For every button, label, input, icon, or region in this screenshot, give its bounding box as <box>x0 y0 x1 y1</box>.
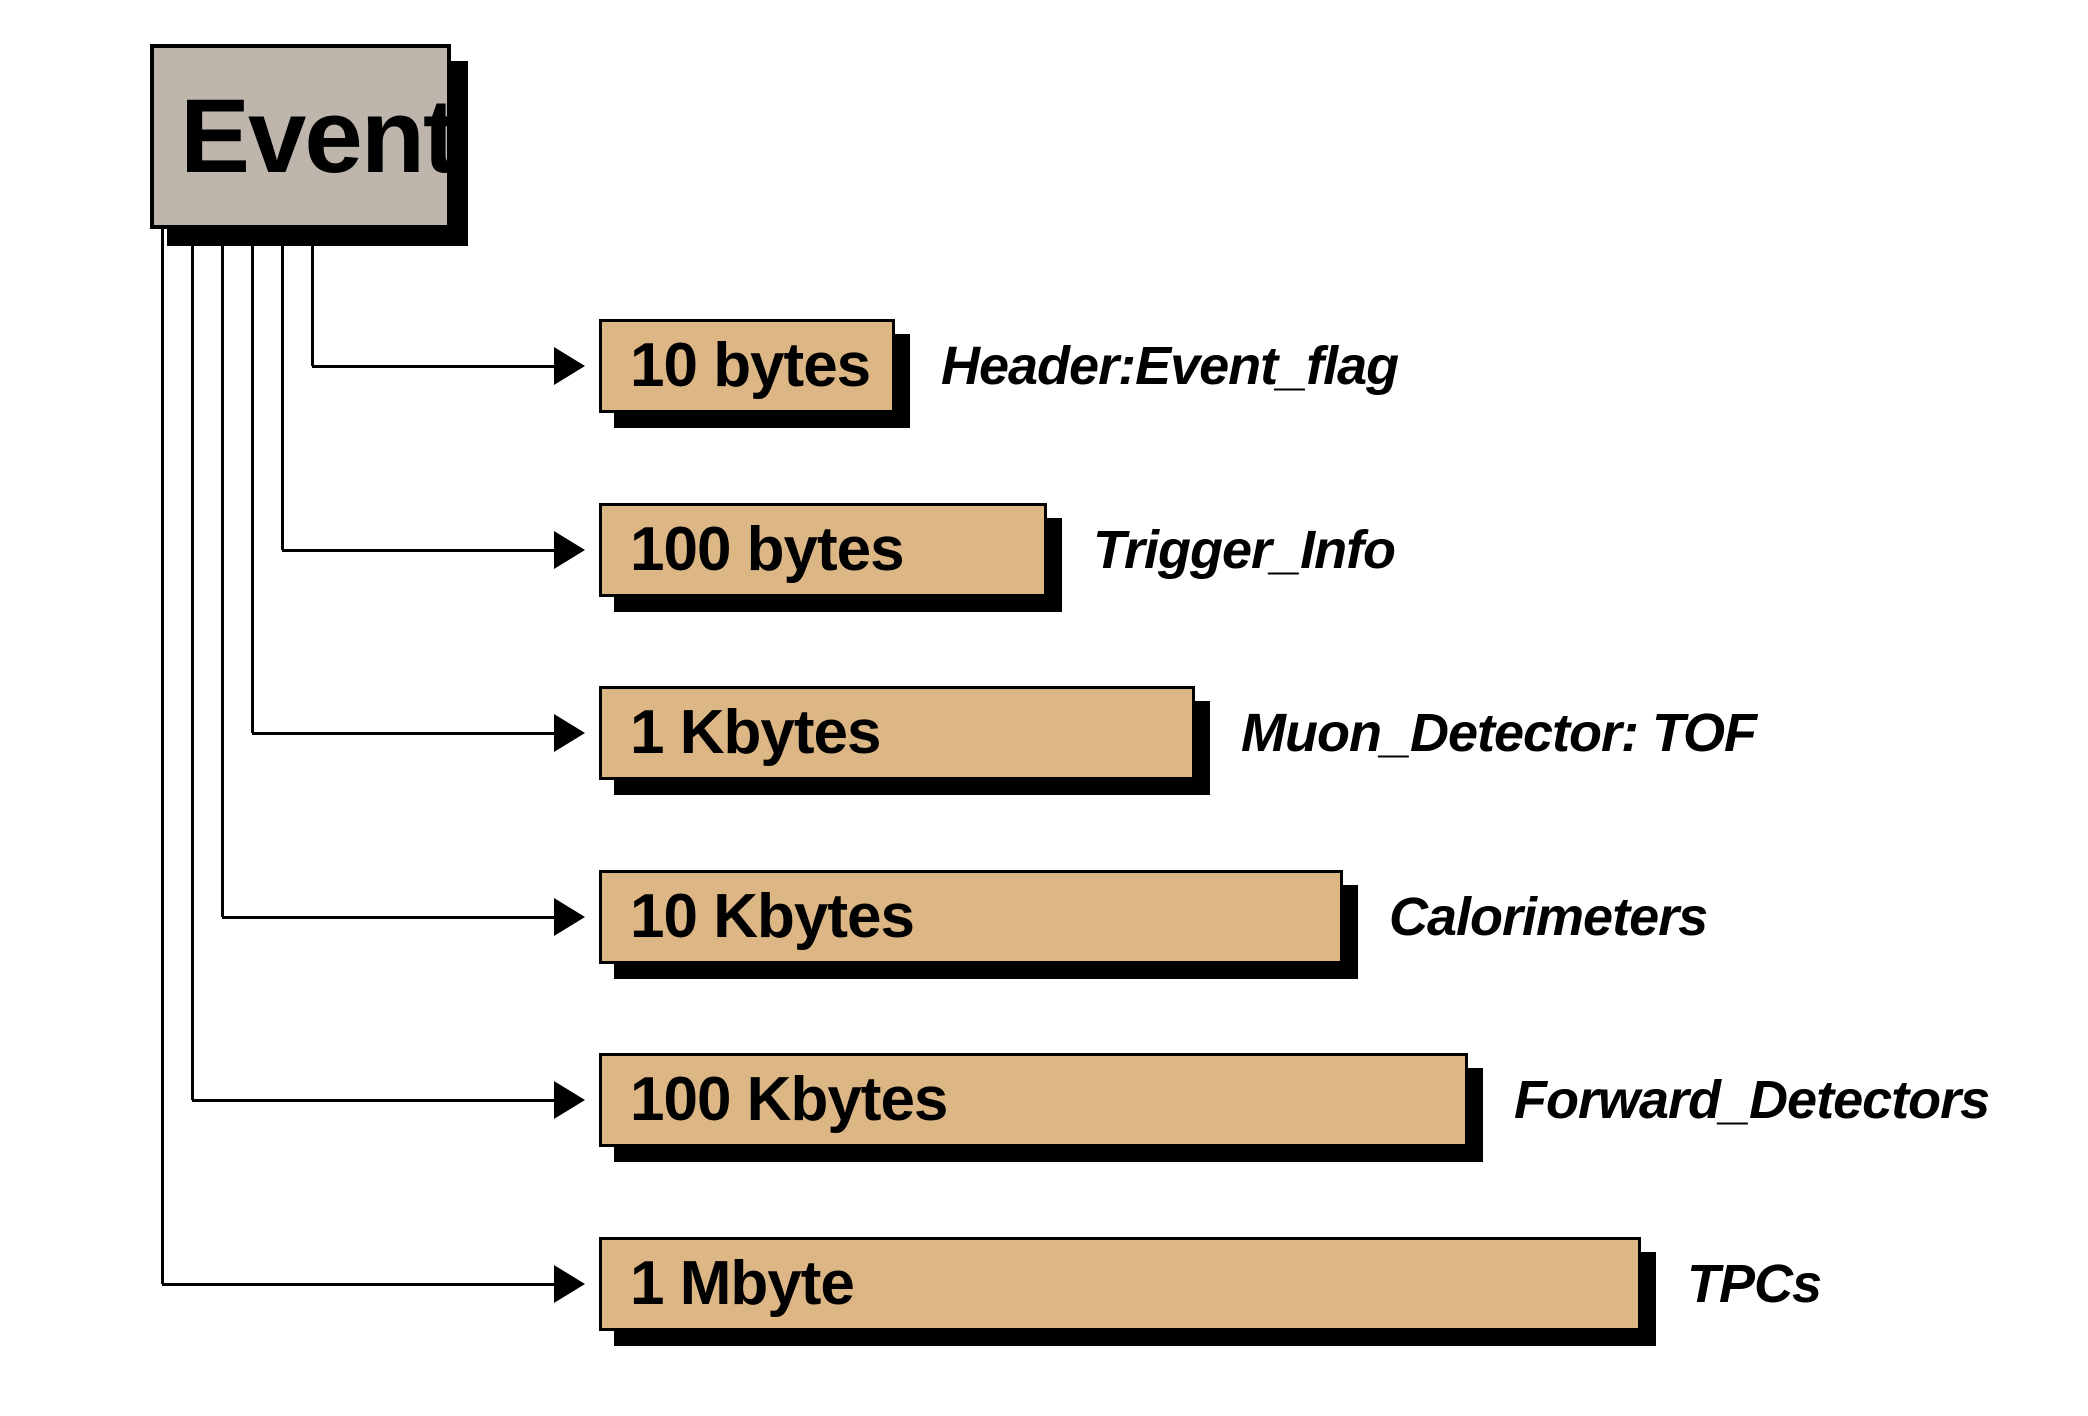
size-box: 100 bytes <box>599 503 1047 597</box>
detector-label: TPCs <box>1687 1254 1822 1314</box>
size-box: 1 Mbyte <box>599 1237 1641 1331</box>
event-root-box: Event <box>150 44 458 229</box>
arrow-right-icon <box>554 714 585 752</box>
connector-vline <box>160 229 164 1284</box>
connector-hline <box>252 731 556 735</box>
arrow-right-icon <box>554 531 585 569</box>
connector-hline <box>312 364 556 368</box>
size-label: 100 Kbytes <box>630 1065 948 1134</box>
size-box: 10 bytes <box>599 319 895 413</box>
detector-label: Muon_Detector: TOF <box>1241 703 1757 763</box>
size-box: 10 Kbytes <box>599 870 1343 964</box>
size-box: 1 Kbytes <box>599 686 1195 780</box>
arrow-right-icon <box>554 347 585 385</box>
arrow-right-icon <box>554 898 585 936</box>
connector-hline <box>162 1282 556 1286</box>
detector-label: Calorimeters <box>1389 887 1708 947</box>
arrow-right-icon <box>554 1081 585 1119</box>
connector-vline <box>190 229 194 1100</box>
connector-vline <box>250 229 254 733</box>
size-box: 100 Kbytes <box>599 1053 1468 1147</box>
connector-hline <box>192 1098 556 1102</box>
connector-hline <box>282 548 556 552</box>
connector-vline <box>280 229 284 550</box>
connector-vline <box>220 229 224 917</box>
size-label: 1 Mbyte <box>630 1249 855 1318</box>
detector-label: Header:Event_flag <box>941 336 1399 396</box>
arrow-right-icon <box>554 1265 585 1303</box>
size-label: 10 Kbytes <box>630 882 915 951</box>
event-root-label: Event <box>180 78 458 195</box>
detector-label: Trigger_Info <box>1093 520 1396 580</box>
detector-label: Forward_Detectors <box>1514 1070 1990 1130</box>
size-label: 100 bytes <box>630 515 905 584</box>
connector-vline <box>310 229 314 366</box>
connector-hline <box>222 915 556 919</box>
size-label: 1 Kbytes <box>630 698 881 767</box>
size-label: 10 bytes <box>630 331 871 400</box>
